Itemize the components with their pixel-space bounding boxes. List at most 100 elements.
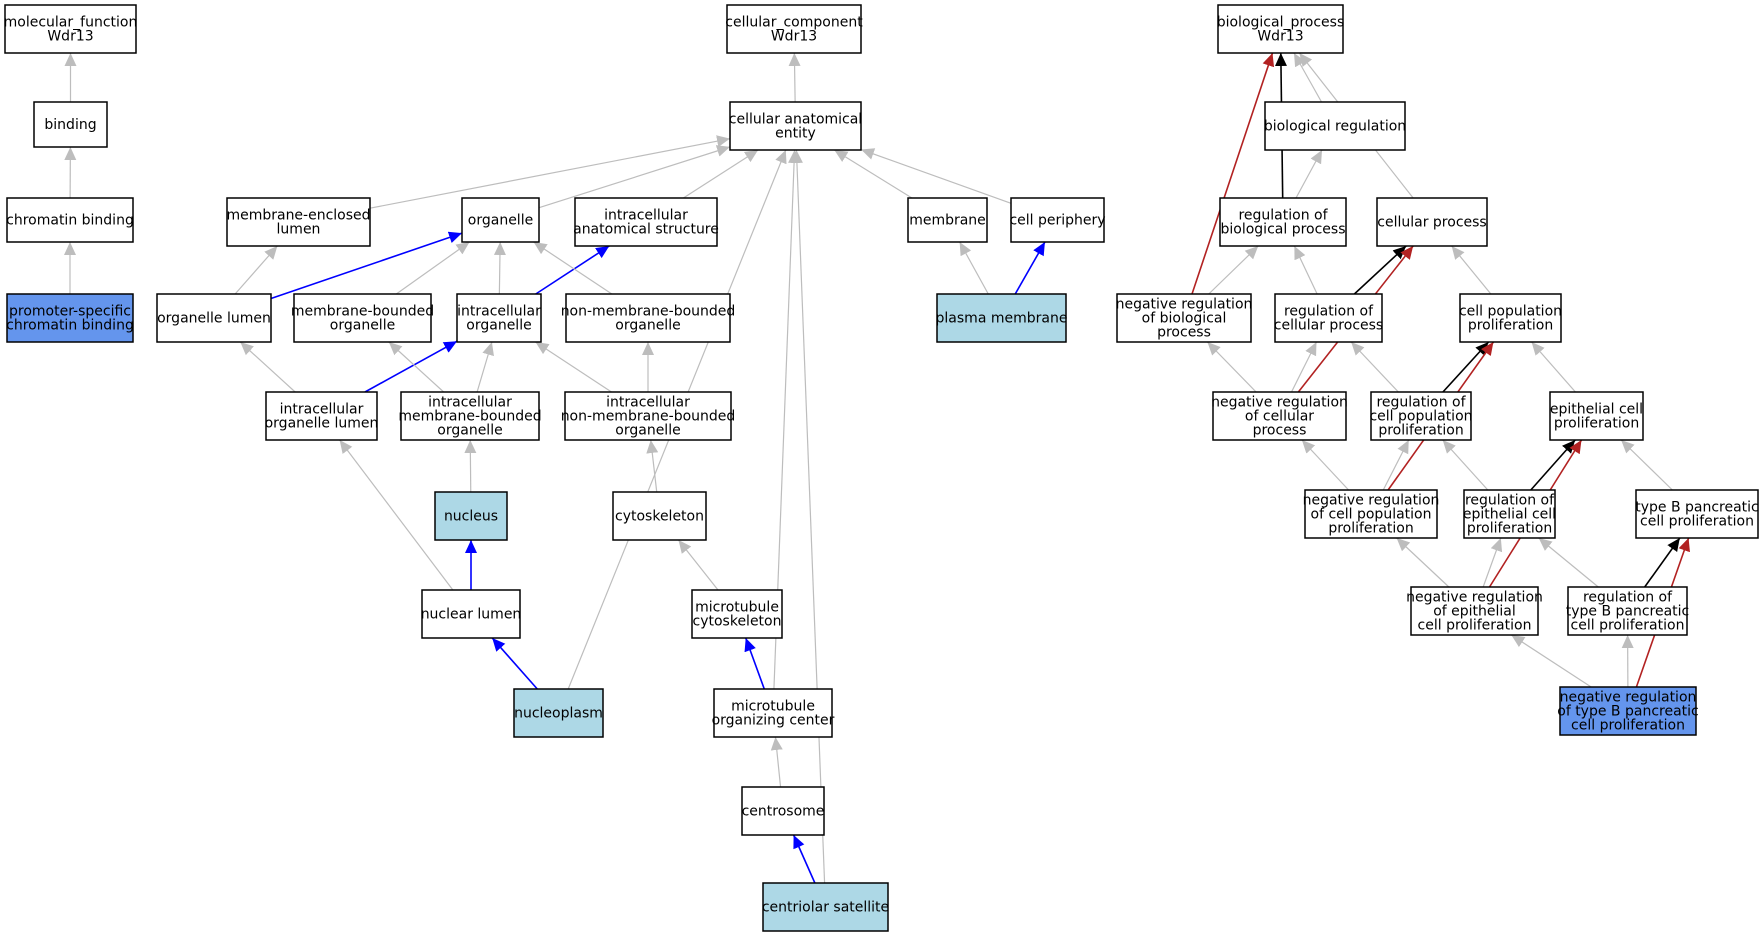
node-label: nuclear lumen	[421, 607, 522, 623]
node-centrosome[interactable]: centrosome	[741, 786, 825, 836]
node-box	[729, 101, 862, 151]
node-nucleus[interactable]: nucleus	[434, 491, 508, 541]
node-box	[1376, 197, 1488, 247]
node-label: cell proliferation	[1571, 718, 1685, 734]
node-label: of epithelial	[1433, 604, 1516, 620]
node-box	[33, 101, 108, 148]
node-label: of cellular	[1245, 409, 1314, 425]
node-label: entity	[775, 126, 816, 142]
edge-is-a	[833, 149, 913, 199]
node-label: regulation of	[1284, 304, 1374, 320]
node-label: proliferation	[1328, 521, 1413, 537]
edge-is-a	[388, 341, 445, 393]
node-label: microtubule	[695, 600, 779, 616]
node-membrane[interactable]: membrane	[907, 197, 988, 243]
node-bio-reg[interactable]: biological regulation	[1264, 101, 1406, 151]
edge-is-a	[1350, 341, 1399, 393]
edge-regulates	[1442, 341, 1490, 393]
edge-regulates	[1530, 439, 1576, 491]
edge-part-of	[535, 245, 610, 295]
edge-negatively-regulates	[1191, 52, 1275, 295]
node-plasma-membrane[interactable]: plasma membrane	[936, 293, 1068, 343]
node-label: non-membrane-bounded	[561, 409, 736, 425]
node-label: organelle	[466, 318, 531, 334]
node-label: negative regulation	[1211, 395, 1348, 411]
edge-is-a	[959, 241, 989, 295]
node-label: cell periphery	[1009, 213, 1105, 229]
edge-part-of	[364, 340, 458, 393]
node-label: cell population	[1459, 304, 1562, 320]
node-label: negative regulation	[1303, 493, 1440, 509]
node-box	[936, 293, 1067, 343]
node-organelle-lumen[interactable]: organelle lumen	[156, 293, 272, 343]
node-binding[interactable]: binding	[33, 101, 108, 148]
edge-regulates	[1353, 245, 1407, 295]
edge-is-a	[1382, 439, 1410, 491]
edge-is-a	[533, 241, 613, 295]
node-label: organelle lumen	[265, 416, 379, 432]
node-inmbo[interactable]: intracellularnon-membrane-boundedorganel…	[561, 391, 736, 441]
edge-is-a	[646, 439, 659, 493]
node-nuclear-lumen[interactable]: nuclear lumen	[421, 589, 522, 639]
node-box	[156, 293, 272, 343]
node-cytoskeleton[interactable]: cytoskeleton	[612, 491, 707, 541]
edge-part-of	[792, 834, 816, 884]
edge-is-a	[678, 539, 719, 591]
node-box	[1559, 686, 1697, 736]
node-centriolar-satellite[interactable]: centriolar satellite	[762, 882, 889, 932]
node-label: lumen	[277, 222, 321, 238]
node-box	[1463, 489, 1556, 539]
node-label: epithelial cell	[1463, 507, 1556, 523]
node-nucleoplasm[interactable]: nucleoplasm	[513, 688, 604, 738]
node-label: binding	[44, 117, 96, 133]
node-box	[713, 688, 833, 738]
node-label: cell proliferation	[1571, 618, 1685, 634]
node-organelle[interactable]: organelle	[461, 197, 540, 243]
node-label: anatomical structure	[573, 222, 719, 238]
node-label: chromatin binding	[6, 318, 134, 334]
node-chromatin-binding[interactable]: chromatin binding	[6, 197, 134, 243]
node-label: promoter-specific	[9, 304, 131, 320]
node-cellular-process[interactable]: cellular process	[1376, 197, 1488, 247]
node-label: regulation of	[1583, 590, 1673, 606]
node-label: regulation of	[1376, 395, 1466, 411]
node-label: nucleoplasm	[514, 706, 603, 722]
node-cell-periphery[interactable]: cell periphery	[1009, 197, 1106, 243]
node-box	[691, 589, 783, 639]
edge-part-of	[744, 637, 766, 690]
node-label: organelle lumen	[157, 311, 271, 327]
edge-is-a	[493, 241, 506, 295]
node-label: negative regulation	[1560, 690, 1697, 706]
node-box	[1116, 293, 1252, 343]
edge-is-a	[538, 145, 731, 209]
node-label: proliferation	[1378, 423, 1463, 439]
